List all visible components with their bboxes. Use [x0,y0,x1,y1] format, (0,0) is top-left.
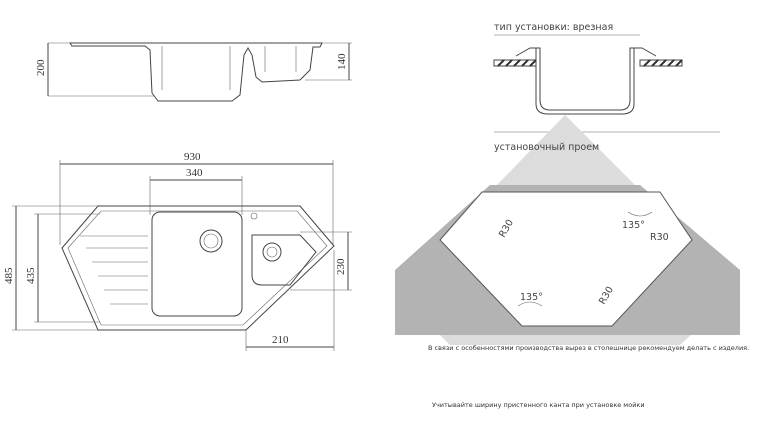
cutout-note: В связи с особенностями производства выр… [428,344,749,352]
height-200-label: 200 [35,59,47,76]
depth-435-label: 435 [25,267,37,284]
width-210-label: 210 [272,334,289,346]
width-340-label: 340 [186,167,203,179]
angle-label-2: 135° [520,292,543,303]
radius-label-2: R30 [650,232,669,243]
installation-section: тип установки: врезная установочный прое… [395,22,749,409]
install-type-label: тип установки: врезная [494,22,613,33]
depth-485-label: 485 [3,267,15,284]
countertop-hatch [493,59,683,67]
opening-label: установочный проем [494,142,599,153]
side-view: 200 140 [35,42,352,102]
depth-230-label: 230 [335,258,347,275]
angle-label-1: 135° [622,220,645,231]
height-140-label: 140 [336,53,348,70]
top-view: 930 340 485 435 230 210 [3,151,352,351]
width-930-label: 930 [184,151,201,163]
edge-note: Учитывайте ширину пристенного канта при … [432,401,645,409]
